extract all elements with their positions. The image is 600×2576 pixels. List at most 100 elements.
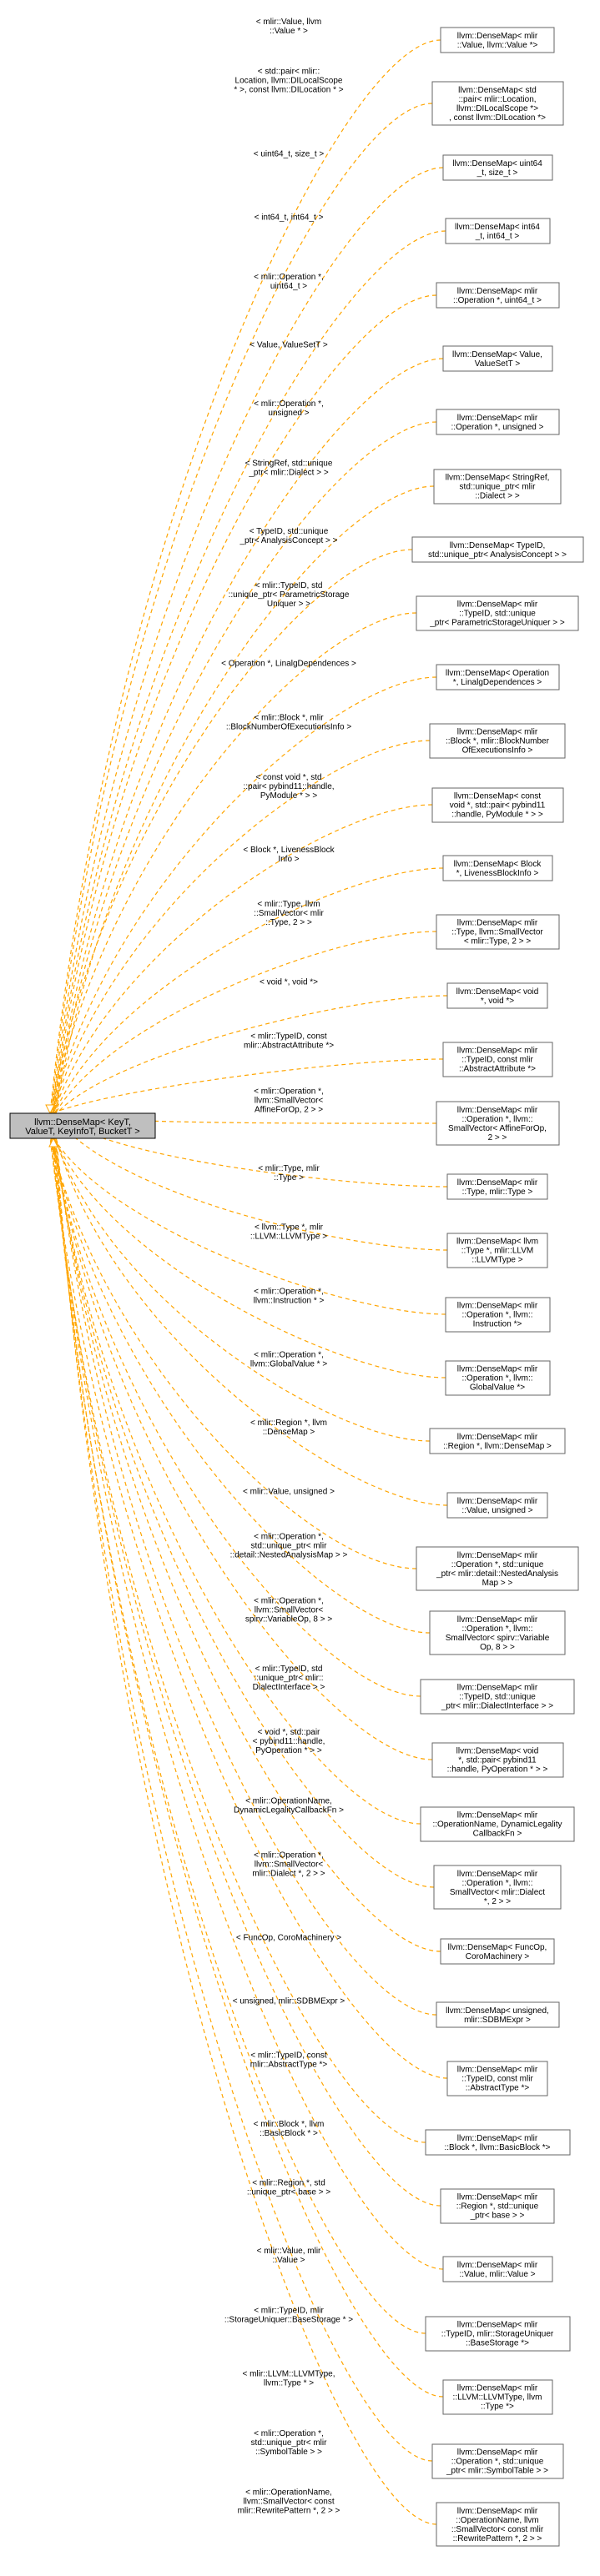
derived-class-node-label: ::Operation *, llvm:: [461,1374,532,1383]
root-node-label: ValueT, KeyInfoT, BucketT > [25,1127,139,1137]
derived-class-node[interactable]: llvm::DenseMap< mlir::Type, llvm::SmallV… [436,914,560,950]
derived-class-node[interactable]: llvm::DenseMap< FuncOp,CoroMachinery > [440,1938,555,1965]
edge-template-label: llvm::SmallVector< [255,1097,324,1106]
edge-template-label: < int64_t, int64_t > [255,213,324,223]
edge-template-label: llvm::SmallVector< const [243,2498,334,2507]
derived-class-node[interactable]: llvm::DenseMap< StringRef,std::unique_pt… [433,469,562,505]
derived-class-node-label: ::Operation *, llvm:: [461,1115,532,1124]
derived-class-node-label: OfExecutionsInfo > [462,746,533,756]
derived-class-node[interactable]: llvm::DenseMap< mlir::TypeID, std::uniqu… [420,1679,575,1715]
derived-class-node-label: _ptr< ParametricStorageUniquer > > [429,619,565,628]
derived-class-node[interactable]: llvm::DenseMap< void*, void *> [446,982,548,1009]
derived-class-node-box [445,1360,551,1396]
derived-class-node-label: llvm::DenseMap< mlir [457,2066,538,2075]
edge-template-label: < mlir::OperationName, [245,1797,332,1806]
derived-class-node[interactable]: llvm::DenseMap< mlir::Value, unsigned > [446,1492,548,1519]
derived-class-node[interactable]: llvm::DenseMap< mlir::Operation *, std::… [431,2443,564,2479]
edge-template-label: < mlir::TypeID, const [250,1032,327,1042]
derived-class-node[interactable]: llvm::DenseMap< mlir::Operation *, std::… [416,1546,579,1591]
derived-class-node-box [440,1938,555,1965]
derived-class-node[interactable]: llvm::DenseMap< mlir::TypeID, const mlir… [442,1042,553,1077]
derived-class-node[interactable]: llvm::DenseMap< Operation*, LinalgDepend… [436,664,560,690]
derived-class-node[interactable]: llvm::DenseMap< mlir::Block *, llvm::Bas… [425,2129,571,2156]
derived-class-node[interactable]: llvm::DenseMap< unsigned,mlir::SDBMExpr … [436,2001,560,2028]
derived-class-node-label: Instruction *> [473,1320,522,1329]
inheritance-edge [55,995,448,1115]
derived-class-node[interactable]: llvm::DenseMap< std::pair< mlir::Locatio… [431,81,564,126]
inheritance-edge [52,1137,444,2270]
derived-class-node[interactable]: llvm::DenseMap< Block*, LivenessBlockInf… [442,855,553,881]
inheritance-edge [49,39,441,1115]
inheritance-edge [55,1137,437,2525]
derived-class-node-label: ::Dialect > > [475,492,520,501]
derived-class-node[interactable]: llvm::DenseMap< int64_t, int64_t > [445,218,551,244]
derived-class-node-label: ::Type *> [481,2403,514,2412]
derived-class-node-label: llvm::DenseMap< mlir [457,2261,538,2270]
derived-class-node-label: *, std::pair< pybind11 [458,1756,537,1765]
derived-class-node[interactable]: llvm::DenseMap< mlir::OperationName, Dyn… [420,1806,575,1842]
derived-class-node[interactable]: llvm::DenseMap< mlir::TypeID, std::uniqu… [416,595,579,631]
derived-class-node[interactable]: llvm::DenseMap< mlir::Type, mlir::Type > [446,1173,548,1200]
derived-class-node[interactable]: llvm::DenseMap< mlir::Block *, mlir::Blo… [429,723,566,759]
derived-class-node[interactable]: llvm::DenseMap< mlir::Operation *, unsig… [436,409,560,435]
derived-class-node[interactable]: llvm::DenseMap< mlir::Operation *, llvm:… [445,1360,551,1396]
derived-class-node-label: llvm::DenseMap< llvm [456,1238,538,1247]
edge-template-label: < mlir::Region *, llvm [250,1419,327,1428]
derived-class-node-label: ::handle, PyModule * > > [451,811,543,820]
derived-class-node[interactable]: llvm::DenseMap< mlir::TypeID, const mlir… [446,2061,548,2096]
edge-template-label: < mlir::Operation *, [254,1597,324,1606]
derived-class-node-box [433,1865,562,1910]
derived-class-node[interactable]: llvm::DenseMap< mlir::TypeID, mlir::Stor… [425,2316,571,2352]
derived-class-node[interactable]: llvm::DenseMap< TypeID,std::unique_ptr< … [411,536,584,563]
edge-template-label: PyModule * > > [260,791,318,801]
derived-class-node[interactable]: llvm::DenseMap< mlir::Operation *, llvm:… [436,1101,560,1146]
derived-class-node-box [425,2129,571,2156]
derived-class-node[interactable]: llvm::DenseMap< Value,ValueSetT > [442,345,553,372]
derived-class-node-box [429,1610,566,1655]
edge-template-label: Uniquer > > [267,600,310,609]
derived-class-node[interactable]: llvm::DenseMap< mlir::Region *, llvm::De… [429,1428,566,1454]
derived-class-node-label: ::OperationName, llvm [456,2516,538,2525]
derived-class-node-box [442,2379,553,2415]
inheritance-edge [49,1137,417,1569]
derived-class-node-box [425,2316,571,2352]
edge-template-label: ::Type > [274,1173,304,1183]
derived-class-node-label: ::Operation *, llvm:: [461,1879,532,1888]
edge-template-label: < Block *, LivenessBlock [243,846,335,855]
inheritance-edge [49,549,413,1115]
inheritance-edge [52,1137,433,1760]
derived-class-node-box [411,536,584,563]
derived-class-node-label: llvm::DenseMap< mlir [457,1811,538,1820]
derived-class-node-label: _t, size_t > [476,168,518,178]
derived-class-node[interactable]: llvm::DenseMap< mlir::Value, mlir::Value… [442,2256,553,2282]
derived-class-node[interactable]: llvm::DenseMap< mlir::Operation *, uint6… [436,282,560,309]
edge-template-label: < mlir::Operation *, [254,399,324,409]
derived-class-node[interactable]: llvm::DenseMap< mlir::Operation *, llvm:… [445,1297,551,1333]
edge-template-label: < const void *, std [255,773,321,782]
derived-class-node[interactable]: llvm::DenseMap< mlir::OperationName, llv… [436,2502,560,2547]
root-node-label: llvm::DenseMap< KeyT, [34,1117,131,1127]
derived-class-node[interactable]: llvm::DenseMap< void*, std::pair< pybind… [431,1742,564,1778]
derived-class-node[interactable]: llvm::DenseMap< mlir::LLVM::LLVMType, ll… [442,2379,553,2415]
derived-class-node[interactable]: llvm::DenseMap< uint64_t, size_t > [442,154,553,181]
derived-class-node[interactable]: llvm::DenseMap< mlir::Operation *, llvm:… [429,1610,566,1655]
derived-class-node-label: _ptr< mlir::DialectInterface > > [441,1702,553,1711]
edge-template-label: ::unique_ptr< mlir:: [254,1674,323,1683]
derived-class-node-label: llvm::DenseMap< mlir [457,287,538,296]
derived-class-node-label: ::BaseStorage *> [466,2339,529,2348]
derived-class-node-label: ::LLVMType > [471,1256,522,1265]
edge-template-label: std::unique_ptr< mlir [251,2438,328,2448]
edge-template-label: llvm::SmallVector< [255,1860,324,1870]
inheritance-edge [49,1058,444,1115]
edge-template-label: < mlir::Value, mlir [257,2247,321,2256]
derived-class-node[interactable]: llvm::DenseMap< mlir::Operation *, llvm:… [433,1865,562,1910]
derived-class-node[interactable]: llvm::DenseMap< mlir::Value, llvm::Value… [440,27,555,53]
root-node[interactable]: llvm::DenseMap< KeyT,ValueT, KeyInfoT, B… [9,1112,156,1139]
derived-class-node-label: ::Value, unsigned > [461,1506,532,1515]
derived-class-node-label: llvm::DenseMap< mlir [457,2507,538,2516]
derived-class-node[interactable]: llvm::DenseMap< mlir::Region *, std::uni… [440,2188,555,2224]
derived-class-node-label: CoroMachinery > [466,1952,530,1961]
edge-template-label: < mlir::Value, unsigned > [243,1488,335,1497]
derived-class-node[interactable]: llvm::DenseMap< llvm::Type *, mlir::LLVM… [446,1233,548,1268]
